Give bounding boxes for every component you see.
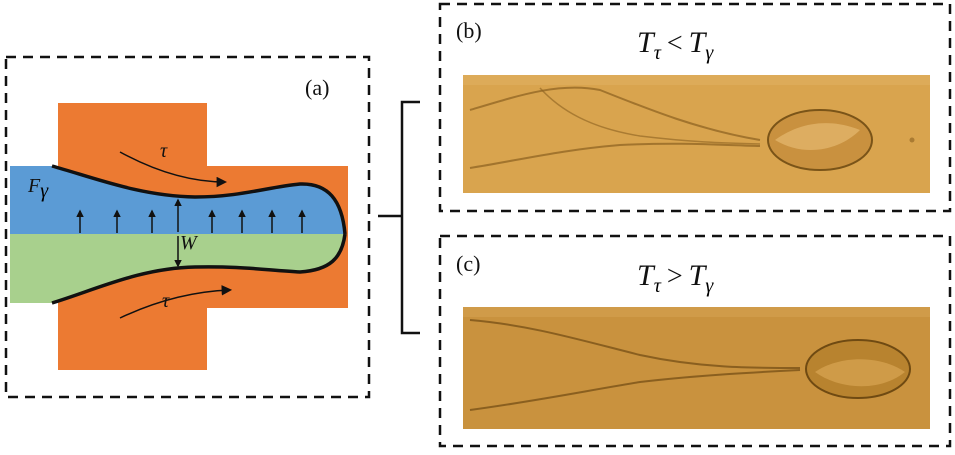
panel-b-frame xyxy=(438,2,952,213)
upper-shear-arrow xyxy=(119,151,228,188)
interfacial-force-label: Fγ xyxy=(27,175,49,202)
panel-a-frame xyxy=(4,55,371,399)
panel-c-label: (c) xyxy=(456,251,480,276)
lower-interface xyxy=(51,233,347,305)
panel-b-condition: Tτ<Tγ xyxy=(637,26,714,64)
panel-b-label: (b) xyxy=(456,18,482,43)
micrograph-b xyxy=(463,75,930,193)
stress-label-bottom: τ xyxy=(162,290,170,312)
panel-a: (a) τ τ Fγ W xyxy=(4,55,371,399)
upper-interface xyxy=(51,164,347,235)
panel-c: (c) Tτ>Tγ xyxy=(438,234,952,448)
width-label: W xyxy=(180,232,199,254)
micrograph-c xyxy=(463,307,930,429)
lower-shear-arrow xyxy=(119,285,233,319)
panel-c-frame xyxy=(438,234,952,448)
lower-stream xyxy=(10,234,345,303)
bracket-connector xyxy=(378,100,420,335)
interfacial-force-arrows xyxy=(76,209,306,233)
panel-c-condition: Tτ>Tγ xyxy=(637,259,714,297)
panel-a-label: (a) xyxy=(305,75,329,100)
panel-b: (b) Tτ<Tγ xyxy=(438,2,952,213)
stress-label-top: τ xyxy=(160,140,168,162)
